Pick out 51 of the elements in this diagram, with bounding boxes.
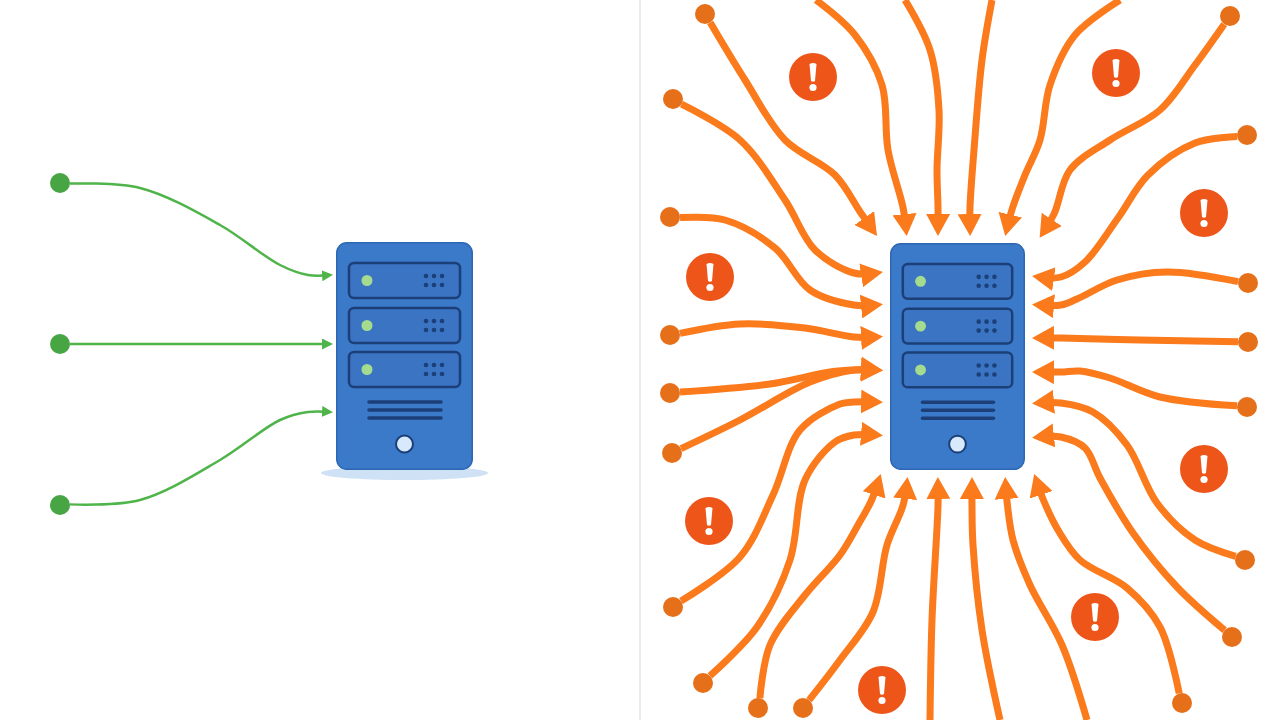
endpoint-dot <box>663 89 683 109</box>
endpoint-dot <box>1237 397 1257 417</box>
arrow <box>1032 268 1239 319</box>
endpoint-dot <box>1235 550 1255 570</box>
endpoint-dot <box>660 325 680 345</box>
arrow <box>756 473 886 699</box>
endpoint-dot <box>663 597 683 617</box>
arrow <box>1032 360 1238 410</box>
endpoint-dot <box>1220 6 1240 26</box>
arrow <box>69 182 333 282</box>
endpoint-dot <box>1237 125 1257 145</box>
endpoint-dot <box>662 443 682 463</box>
arrow <box>1029 473 1183 695</box>
arrow <box>959 477 1004 720</box>
endpoint-dot <box>748 698 768 718</box>
arrow <box>902 0 951 236</box>
endpoint-dot <box>50 495 70 515</box>
arrow <box>707 20 877 236</box>
arrow <box>1032 423 1227 633</box>
arrow <box>1032 325 1239 350</box>
endpoint-dot <box>1238 273 1258 293</box>
endpoint-dot <box>693 673 713 693</box>
endpoint-dot <box>1238 332 1258 352</box>
arrow <box>1032 133 1238 291</box>
endpoint-dot <box>50 173 70 193</box>
endpoint-dot <box>1172 693 1192 713</box>
arrow <box>957 0 996 236</box>
arrow <box>998 0 1122 237</box>
arrow <box>679 389 883 604</box>
arrow <box>679 356 883 452</box>
endpoint-dot <box>660 207 680 227</box>
arrow <box>69 405 333 506</box>
endpoint-dot <box>50 334 70 354</box>
server-illustration <box>336 242 473 470</box>
arrow <box>679 357 883 396</box>
arrow <box>813 0 917 237</box>
arrow <box>679 213 883 319</box>
arrow <box>994 477 1091 720</box>
arrow <box>1039 22 1228 238</box>
endpoint-dot <box>793 698 813 718</box>
arrow <box>926 477 951 720</box>
arrow <box>707 421 883 679</box>
arrow <box>70 338 333 350</box>
endpoint-dot <box>660 383 680 403</box>
arrow <box>1032 389 1237 560</box>
arrow <box>679 320 883 350</box>
endpoint-dot <box>1222 627 1242 647</box>
arrow <box>806 476 918 703</box>
server-illustration <box>890 243 1025 470</box>
arrow <box>679 101 883 288</box>
endpoint-dot <box>695 4 715 24</box>
